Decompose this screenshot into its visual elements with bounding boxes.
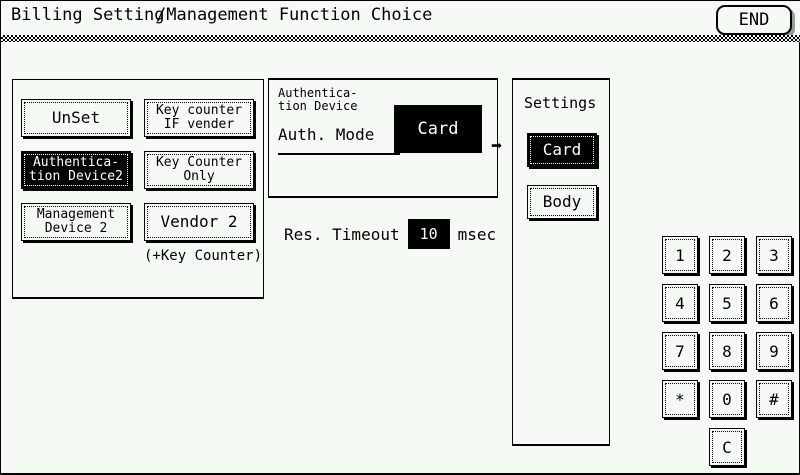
keypad-key-3[interactable]: 3 [756, 236, 792, 274]
keypad-key-8[interactable]: 8 [709, 332, 745, 370]
keypad-key-7[interactable]: 7 [662, 332, 698, 370]
auth-mode-value[interactable]: Card [394, 105, 482, 153]
keypad-key-0[interactable]: 0 [709, 380, 745, 418]
keypad-key-7-label: 7 [675, 341, 685, 361]
page-title: Billing Setting [11, 5, 165, 25]
option-unset[interactable]: UnSet [21, 99, 131, 137]
key-counter-note: (+Key Counter) [144, 248, 263, 264]
arrow-right-icon: ➡ [491, 135, 503, 157]
management-function-choice-panel: UnSet Key counter IF vender Authentica- … [12, 79, 264, 299]
settings-option-body-label: Body [542, 192, 582, 212]
keypad-key-5-label: 5 [722, 293, 732, 313]
option-unset-label: UnSet [51, 108, 101, 128]
option-authentication-device-2[interactable]: Authentica- tion Device2 [21, 151, 131, 189]
title-bar: Billing Setting /Management Function Cho… [1, 1, 800, 35]
numeric-keypad: 1 2 3 4 5 6 7 8 9 * 0 # C [662, 236, 792, 466]
option-vendor-2-label: Vendor 2 [160, 212, 238, 232]
option-management-device-2-label: Management Device 2 [36, 206, 116, 236]
keypad-key-1[interactable]: 1 [662, 236, 698, 274]
response-timeout-row: Res. Timeout 10 msec [284, 219, 496, 249]
keypad-key-asterisk[interactable]: * [662, 380, 698, 418]
keypad-key-clear-label: C [722, 437, 732, 457]
option-key-counter-only[interactable]: Key Counter Only [144, 151, 254, 189]
auth-mode-label: Auth. Mode [278, 125, 400, 155]
keypad-key-1-label: 1 [675, 245, 685, 265]
keypad-key-9[interactable]: 9 [756, 332, 792, 370]
keypad-key-6[interactable]: 6 [756, 284, 792, 322]
keypad-key-6-label: 6 [769, 293, 779, 313]
keypad-key-9-label: 9 [769, 341, 779, 361]
option-vendor-2[interactable]: Vendor 2 [144, 203, 254, 241]
keypad-key-2-label: 2 [722, 245, 732, 265]
breadcrumb: /Management Function Choice [156, 5, 433, 25]
response-timeout-value[interactable]: 10 [407, 219, 450, 249]
keypad-key-hash-label: # [769, 389, 779, 409]
keypad-key-4-label: 4 [675, 293, 685, 313]
keypad-key-asterisk-label: * [675, 389, 685, 409]
keypad-key-4[interactable]: 4 [662, 284, 698, 322]
settings-title: Settings [524, 94, 597, 112]
end-button[interactable]: END [716, 5, 792, 35]
option-key-counter-if-vender-label: Key counter IF vender [155, 102, 243, 132]
keypad-key-5[interactable]: 5 [709, 284, 745, 322]
keypad-key-clear[interactable]: C [709, 428, 745, 466]
authentication-device-title: Authentica- tion Device [278, 86, 358, 114]
response-timeout-label: Res. Timeout [284, 224, 400, 244]
keypad-key-hash[interactable]: # [756, 380, 792, 418]
title-separator [1, 35, 800, 42]
option-key-counter-if-vender[interactable]: Key counter IF vender [144, 99, 254, 137]
settings-option-card-label: Card [542, 140, 582, 160]
authentication-device-panel: Authentica- tion Device Auth. Mode Card [268, 78, 498, 198]
end-button-label: END [738, 10, 770, 30]
settings-panel: Settings Card Body [512, 78, 610, 446]
option-management-device-2[interactable]: Management Device 2 [21, 203, 131, 241]
response-timeout-unit: msec [457, 224, 497, 244]
option-key-counter-only-label: Key Counter Only [155, 154, 243, 184]
option-authentication-device-2-label: Authentica- tion Device2 [29, 154, 123, 184]
settings-option-card[interactable]: Card [527, 133, 597, 167]
keypad-key-8-label: 8 [722, 341, 732, 361]
keypad-key-3-label: 3 [769, 245, 779, 265]
keypad-key-2[interactable]: 2 [709, 236, 745, 274]
keypad-key-0-label: 0 [722, 389, 732, 409]
settings-option-body[interactable]: Body [527, 185, 597, 219]
